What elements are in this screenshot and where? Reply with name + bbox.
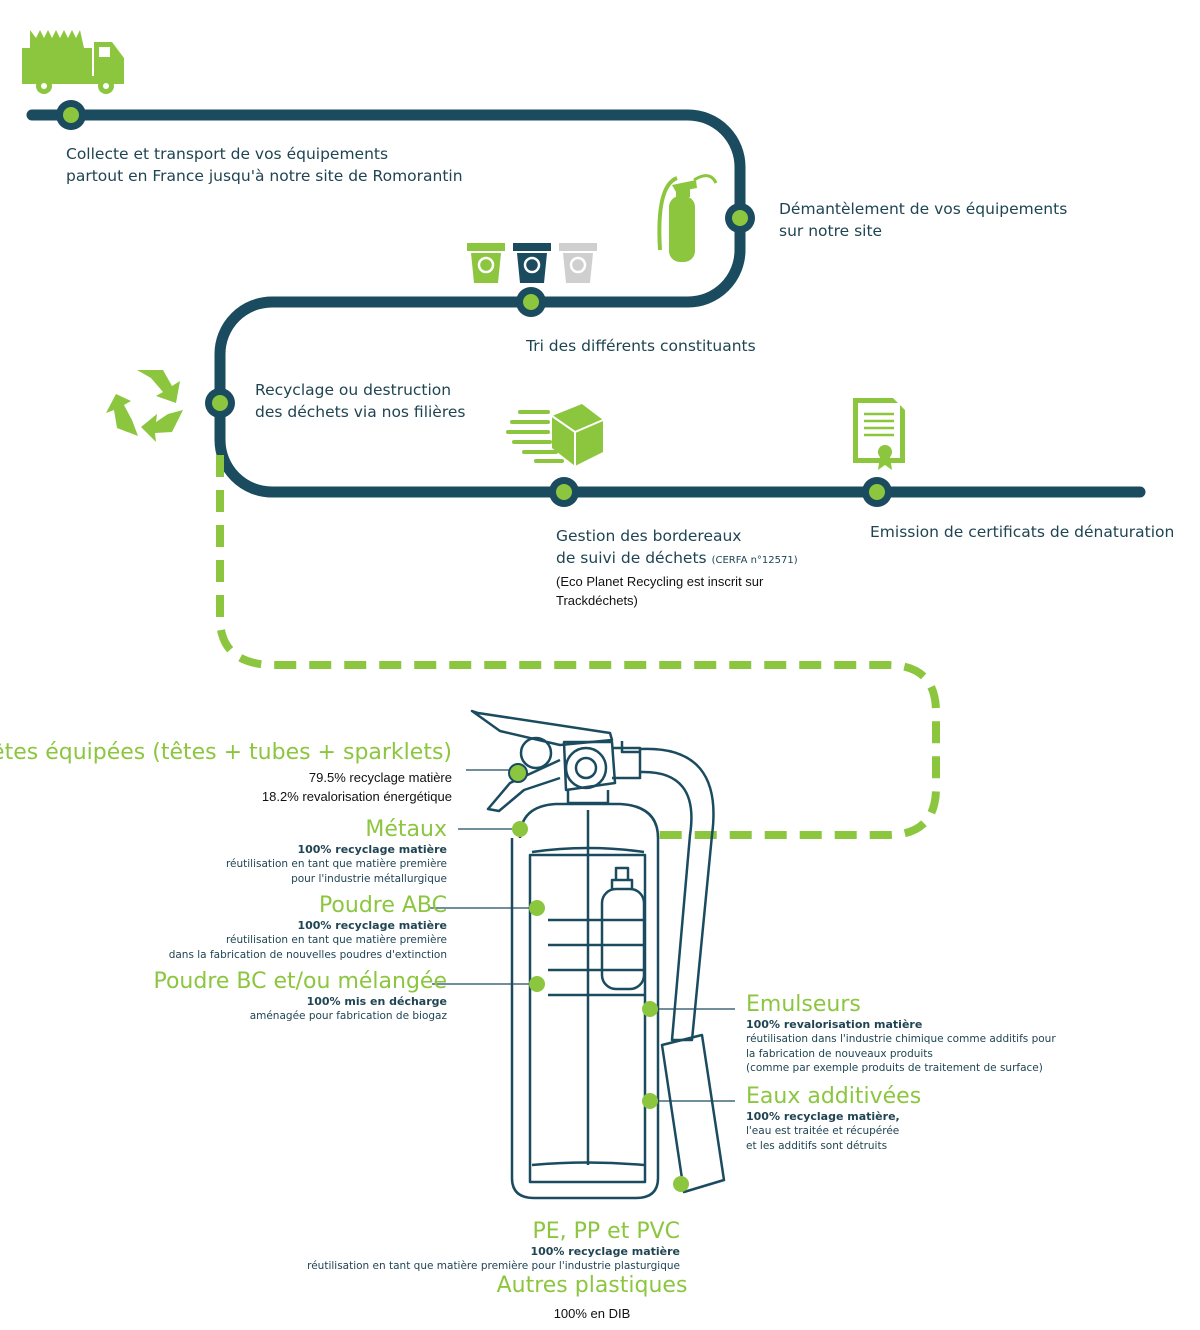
marker-tetes [508,763,528,783]
dashed-path [216,455,940,839]
component-poudre-bc-rate: 100% mis en décharge [306,995,447,1008]
component-autres: Autres plastiques 100% en DIB [452,1273,732,1323]
fast-delivery-box-icon [506,404,604,466]
component-emulseurs-desc3: (comme par exemple produits de traitemen… [746,1062,1043,1074]
component-emulseurs: Emulseurs 100% revalorisation matière ré… [746,992,1056,1076]
component-eaux: Eaux additivées 100% recyclage matière, … [746,1084,921,1153]
component-tetes-line1: 79.5% recyclage matière [308,770,452,785]
component-pe-pp-pvc-desc1: réutilisation en tant que matière premiè… [307,1260,680,1272]
component-emulseurs-rate: 100% revalorisation matière [746,1018,923,1031]
component-eaux-rate: 100% recyclage matière, [746,1110,900,1123]
step-node-tri [516,287,546,317]
trackdechets-note-line1: (Eco Planet Recycling est inscrit sur [556,574,764,589]
component-metaux-title: Métaux [365,817,447,842]
step-demantelement-line2: sur notre site [779,222,883,240]
step-tri-label: Tri des différents constituants [526,335,756,357]
component-poudre-bc: Poudre BC et/ou mélangée 100% mis en déc… [153,969,447,1024]
marker-poudre-bc [529,976,545,992]
component-poudre-abc-rate: 100% recyclage matière [297,919,447,932]
recycling-bins-icon [467,243,597,283]
step-certificats-label: Emission de certificats de dénaturation [870,521,1174,543]
component-metaux-rate: 100% recyclage matière [297,843,447,856]
component-metaux-desc1: réutilisation en tant que matière premiè… [225,858,447,870]
component-metaux: Métaux 100% recyclage matière réutilisat… [226,817,447,886]
truck-icon [22,30,124,94]
step-certificats-line1: Emission de certificats de dénaturation [870,523,1175,541]
step-tri-line1: Tri des différents constituants [526,337,756,355]
component-emulseurs-desc2: la fabrication de nouveaux produits [746,1047,933,1060]
component-poudre-bc-desc1: aménagée pour fabrication de biogaz [249,1010,447,1022]
component-pe-pp-pvc-title: PE, PP et PVC [532,1219,680,1244]
marker-poudre-abc [529,900,545,916]
component-emulseurs-desc1: réutilisation dans l'industrie chimique … [746,1033,1056,1045]
step-demantelement-label: Démantèlement de vos équipements sur not… [779,198,1067,242]
component-eaux-desc2: et les additifs sont détruits [746,1139,888,1152]
marker-eaux [642,1093,658,1109]
step-node-collecte [56,100,86,130]
step-recyclage-line2: des déchets via nos filières [255,403,466,421]
step-bordereaux-line2: de suivi de déchets [556,549,707,567]
component-poudre-abc: Poudre ABC 100% recyclage matière réutil… [169,893,447,962]
step-demantelement-line1: Démantèlement de vos équipements [779,200,1068,218]
component-poudre-bc-title: Poudre BC et/ou mélangée [153,969,447,994]
step-node-bordereaux [549,477,579,507]
component-eaux-title: Eaux additivées [746,1084,922,1109]
step-node-certificats [862,477,892,507]
step-collecte-label: Collecte et transport de vos équipements… [66,143,463,187]
component-eaux-desc1: l'eau est traitée et récupérée [746,1125,900,1137]
component-autres-title: Autres plastiques [496,1273,688,1298]
component-pe-pp-pvc-rate: 100% recyclage matière [530,1245,680,1258]
component-poudre-abc-title: Poudre ABC [318,893,447,918]
cerfa-reference: (CERFA n°12571) [711,555,798,566]
step-collecte-line2: partout en France jusqu'à notre site de … [66,167,463,185]
step-recyclage-line1: Recyclage ou destruction [255,381,452,399]
recycle-icon [106,370,183,442]
step-collecte-line1: Collecte et transport de vos équipements [66,145,389,163]
certificate-icon [853,398,905,470]
component-emulseurs-title: Emulseurs [746,992,861,1017]
component-autres-line1: 100% en DIB [553,1306,631,1321]
component-poudre-abc-desc1: réutilisation en tant que matière premiè… [225,934,447,946]
step-node-recyclage [205,388,235,418]
component-pe-pp-pvc: PE, PP et PVC 100% recyclage matière réu… [307,1219,680,1274]
step-bordereaux-line1: Gestion des bordereaux [556,527,742,545]
step-node-demantelement [725,203,755,233]
marker-metaux [512,821,528,837]
step-recyclage-label: Recyclage ou destruction des déchets via… [255,379,465,423]
trackdechets-note-line2: Trackdéchets) [556,593,638,608]
component-tetes-title: Têtes équipées (têtes + tubes + sparklet… [0,740,452,765]
component-poudre-abc-desc2: dans la fabrication de nouvelles poudres… [168,948,447,961]
step-bordereaux-label: Gestion des bordereaux de suivi de déche… [556,525,798,610]
marker-emulseurs [642,1001,658,1017]
component-metaux-desc2: pour l'industrie métallurgique [291,872,447,885]
process-track [26,109,1146,498]
extinguisher-illustration [470,709,726,1200]
component-tetes: Têtes équipées (têtes + tubes + sparklet… [0,740,452,806]
component-tetes-line2: 18.2% revalorisation énergétique [261,789,452,804]
fire-extinguisher-icon [657,174,718,262]
marker-pe-pp-pvc [673,1176,689,1192]
